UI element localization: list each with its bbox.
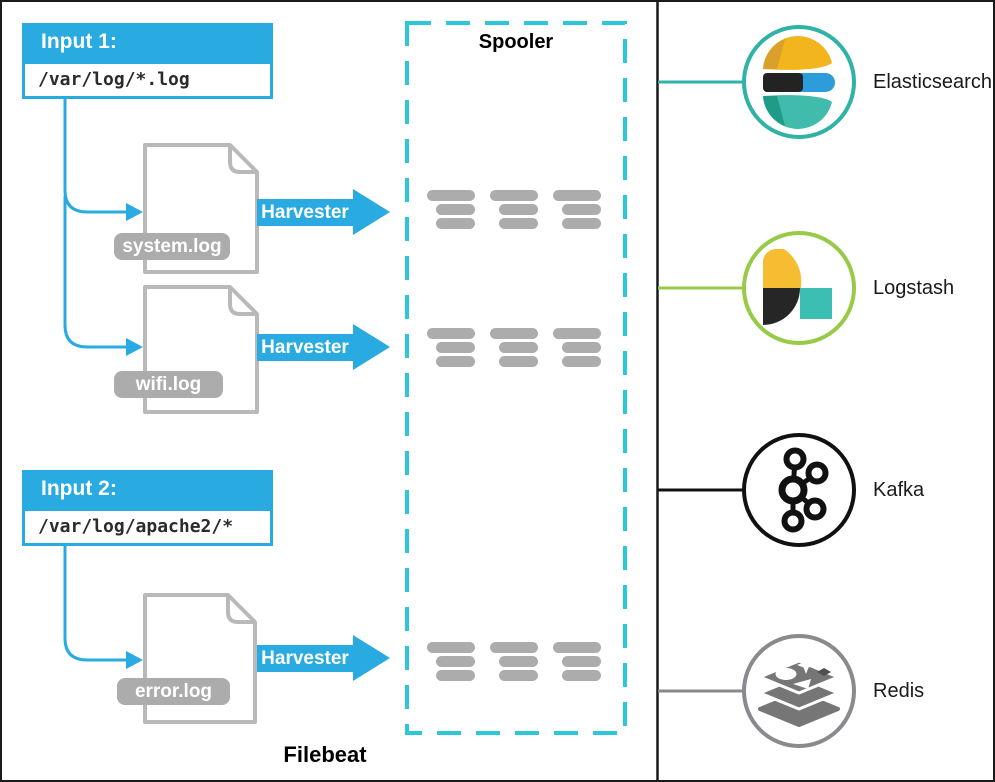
spooler-event-bar [490, 642, 538, 653]
input2-path: /var/log/apache2/* [22, 508, 273, 546]
logstash-icon [763, 249, 832, 325]
harvester-arrowhead-icon [353, 324, 390, 370]
spooler-event-bar [553, 190, 601, 201]
spooler-event-bar [436, 204, 475, 215]
spooler-event-bar [499, 656, 538, 667]
spooler-event-bar [553, 642, 601, 653]
log-file-icons [143, 143, 259, 724]
spooler-event-bar [562, 204, 601, 215]
spooler-event-bar [427, 642, 475, 653]
input-arrowheads [126, 203, 143, 669]
spooler-event-bar [436, 656, 475, 667]
harvester-arrowhead-icon [353, 189, 390, 235]
spooler-event-bar [562, 342, 601, 353]
redis-icon [758, 656, 840, 727]
output-label-elasticsearch: Elasticsearch [873, 71, 992, 93]
elasticsearch-icon [763, 36, 835, 129]
input-flow-arrows [63, 99, 127, 662]
spooler-event-bar [490, 328, 538, 339]
harvester-label: Harvester [261, 336, 349, 358]
harvester-label: Harvester [261, 201, 349, 223]
spooler-event-bar [436, 670, 475, 681]
spooler-label: Spooler [478, 31, 554, 53]
spooler-event-bar [436, 218, 475, 229]
spooler-event-bar [499, 356, 538, 367]
kafka-icon [778, 447, 829, 533]
file-fold-icon [226, 595, 254, 624]
file-fold-icon [228, 287, 256, 316]
spooler-event-bar [427, 328, 475, 339]
arrow-input2-to-errorlog [63, 544, 127, 662]
spooler-event-bar [499, 218, 538, 229]
file-chip-wifilog: wifi.log [114, 371, 223, 398]
file-chip-systemlog: system.log [114, 233, 230, 260]
spooler-event-bar [499, 670, 538, 681]
spooler-event-bar [499, 342, 538, 353]
output-circles [742, 25, 856, 748]
file-fold-icon [228, 145, 256, 174]
arrowhead-icon [126, 203, 143, 221]
filebeat-label: Filebeat [283, 742, 367, 767]
file-chip-errorlog: error.log [117, 678, 230, 705]
spooler-event-bar [490, 190, 538, 201]
output-label-logstash: Logstash [873, 277, 955, 299]
spooler-event-bar [562, 356, 601, 367]
arrowhead-icon [126, 651, 143, 669]
arrow-input1-to-wifilog [63, 196, 127, 349]
spooler-event-bar [562, 656, 601, 667]
arrowhead-icon [126, 338, 143, 356]
harvester-arrowhead-icon [353, 635, 390, 681]
spooler-dashed-box [405, 21, 627, 735]
output-label-kafka: Kafka [873, 479, 925, 501]
harvester-arrow-3: Harvester [257, 645, 353, 672]
spooler-event-bar [427, 190, 475, 201]
arrow-input1-to-systemlog [63, 99, 127, 214]
spooler-event-bar [562, 670, 601, 681]
output-connectors [658, 80, 745, 693]
harvester-arrow-2: Harvester [257, 334, 353, 361]
input1-path: /var/log/*.log [22, 61, 273, 99]
harvester-label: Harvester [261, 647, 349, 669]
spooler-event-bar [562, 218, 601, 229]
harvester-arrow-1: Harvester [257, 199, 353, 226]
input2-header: Input 2: [22, 470, 273, 508]
spooler-event-groups [427, 190, 601, 681]
output-label-redis: Redis [873, 680, 925, 702]
spooler-event-bar [499, 204, 538, 215]
spooler-event-bar [436, 342, 475, 353]
input1-header: Input 1: [22, 23, 273, 61]
spooler-event-bar [436, 356, 475, 367]
spooler-event-bar [553, 328, 601, 339]
